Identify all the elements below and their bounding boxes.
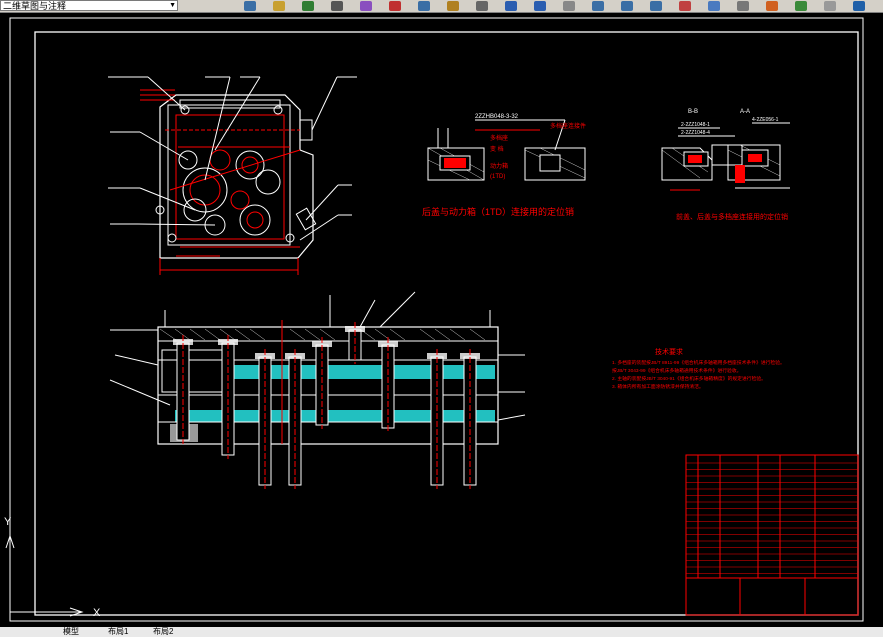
design-center-icon[interactable] [708, 1, 720, 11]
undo-icon[interactable] [505, 1, 517, 11]
tech-line-3: 2. 主轴的装配按JB/T 3040-91《组合机床多轴箱精度》的规定进行检验。 [612, 375, 766, 382]
bolt-head-6 [345, 326, 365, 332]
open-icon[interactable] [273, 1, 285, 11]
multi-locator-label: 多档座连接件 [550, 122, 586, 130]
technical-requirements: 技术要求 1. 多档座的装配按JB/T 8911-99《组合机床多轴箱用多档座技… [612, 347, 785, 390]
workspace-dropdown[interactable]: 二维草图与注释 ▼ [0, 0, 178, 11]
layout-tabs-bar: 模型 布局1 布局2 [0, 627, 883, 637]
main-section-view [109, 291, 526, 489]
sheet-border [9, 17, 864, 622]
code-a3: 4-2ZE056-1 [752, 117, 779, 123]
chevron-down-icon[interactable]: ▼ [169, 2, 176, 9]
new-icon[interactable] [244, 1, 256, 11]
redo-icon[interactable] [534, 1, 546, 11]
tech-line-2: 按JB/T 3043-99《组合机床多轴箱通用技术条件》进行验收。 [612, 367, 741, 374]
drawing-canvas[interactable]: 2ZZHB048-3-32 多档座连接件 多档座 变 档 动力箱 (1TD) 后… [0, 13, 883, 627]
ucs-icon: Y X [4, 516, 101, 619]
zoom-realtime-icon[interactable] [592, 1, 604, 11]
bolt-head-1 [173, 339, 193, 345]
match-icon[interactable] [476, 1, 488, 11]
calc-icon[interactable] [824, 1, 836, 11]
cut-icon[interactable] [389, 1, 401, 11]
code-a2: 2-2ZZ1048-4 [681, 130, 710, 136]
caption-right: 前盖、后盖与多档座连接用的定位销 [676, 212, 788, 221]
gearbox-view [108, 76, 357, 275]
title-block [685, 454, 859, 616]
bolt-head-2 [218, 339, 238, 345]
bolt-head-8 [427, 353, 447, 359]
power-box-code: (1TD) [490, 174, 505, 180]
bolt-head-9 [460, 353, 480, 359]
tech-line-1: 1. 多档座的装配按JB/T 8911-99《组合机床多轴箱用多档座技术条件》进… [612, 359, 785, 366]
ucs-y-label: Y [4, 516, 12, 528]
print-icon[interactable] [331, 1, 343, 11]
pin-detail-left: 2ZZHB048-3-32 多档座连接件 多档座 变 档 动力箱 (1TD) 后… [422, 114, 586, 217]
paste-icon[interactable] [447, 1, 459, 11]
shift-label: 变 档 [490, 145, 504, 153]
cad-drawing: 2ZZHB048-3-32 多档座连接件 多档座 变 档 动力箱 (1TD) 后… [4, 17, 864, 622]
inner-frame [34, 31, 859, 616]
zoom-window-icon[interactable] [621, 1, 633, 11]
section-views: B-B A-A 2-2ZZ1048-1 2-2ZZ1048-4 4-2ZE056… [661, 109, 790, 221]
standard-toolbar: 二维草图与注释 ▼ [0, 0, 883, 13]
power-box-label: 动力箱 [490, 162, 508, 170]
bolt-head-5 [312, 341, 332, 347]
workspace-value: 二维草图与注释 [3, 1, 67, 11]
copy-icon[interactable] [418, 1, 430, 11]
tech-line-4: 3. 箱体内所有加工面涂防锈漆并保持清洁。 [612, 383, 704, 390]
bolt-head-7 [378, 341, 398, 347]
tab-layout2[interactable]: 布局2 [153, 627, 174, 636]
code-a1: 2-2ZZ1048-1 [681, 122, 710, 128]
tool-palette-icon[interactable] [737, 1, 749, 11]
help-icon[interactable] [853, 1, 865, 11]
pan-icon[interactable] [563, 1, 575, 11]
pin-code-label: 2ZZHB048-3-32 [475, 114, 519, 120]
tab-model[interactable]: 模型 [63, 627, 79, 636]
preview-icon[interactable] [360, 1, 372, 11]
bolt-head-4 [285, 353, 305, 359]
save-icon[interactable] [302, 1, 314, 11]
markup-icon[interactable] [795, 1, 807, 11]
multi-label: 多档座 [490, 134, 508, 142]
section-a-label: A-A [740, 109, 750, 115]
section-b-label: B-B [688, 109, 698, 115]
ucs-x-label: X [93, 607, 101, 619]
zoom-previous-icon[interactable] [650, 1, 662, 11]
tech-title: 技术要求 [655, 347, 683, 356]
properties-icon[interactable] [679, 1, 691, 11]
bolt-head-3 [255, 353, 275, 359]
tab-layout1[interactable]: 布局1 [108, 627, 129, 636]
sheet-set-icon[interactable] [766, 1, 778, 11]
caption-left: 后盖与动力箱（1TD）连接用的定位销 [422, 206, 574, 217]
